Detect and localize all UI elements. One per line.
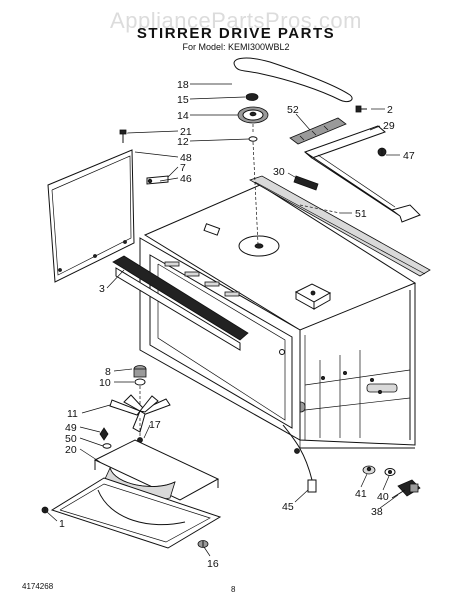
page-title: STIRRER DRIVE PARTS <box>137 25 335 42</box>
part-30-block <box>293 175 319 191</box>
part-3-front-frame <box>112 255 249 351</box>
part-16-foot <box>197 540 209 548</box>
callout-49: 49 <box>65 422 77 434</box>
part-46-bracket <box>146 175 169 185</box>
parts-49-50-17 <box>99 427 143 449</box>
watermark: AppliancePartsPros.com <box>110 8 362 33</box>
part-8-10-motor-cap <box>133 365 147 405</box>
callout-20: 20 <box>65 444 77 456</box>
callout-12: 12 <box>177 136 189 148</box>
part-48-side-panel <box>47 149 135 283</box>
part-45-sensor-wire <box>282 424 317 493</box>
stirrer-motor-assembly <box>362 465 421 499</box>
callout-21: 21 <box>180 126 192 138</box>
callout-7: 7 <box>180 162 186 174</box>
part-11-stirrer-blade <box>109 394 171 438</box>
callout-16: 16 <box>207 558 219 570</box>
callout-leaders <box>46 83 400 557</box>
callout-30: 30 <box>273 166 285 178</box>
model-subtitle: For Model: KEMI300WBL2 <box>182 42 289 52</box>
callout-41: 41 <box>355 488 367 500</box>
callout-52: 52 <box>287 104 299 116</box>
callout-45: 45 <box>282 501 294 513</box>
callout-51: 51 <box>355 208 367 220</box>
callout-46: 46 <box>180 173 192 185</box>
callout-15: 15 <box>177 94 189 106</box>
callout-3: 3 <box>99 283 105 295</box>
callout-48: 48 <box>180 152 192 164</box>
callout-18: 18 <box>177 79 189 91</box>
part-47-screw <box>377 147 387 157</box>
callout-14: 14 <box>177 110 189 122</box>
stirrer-assembly <box>233 57 353 245</box>
part-21-screw <box>119 129 127 143</box>
callout-2: 2 <box>387 104 393 116</box>
part-52-bar <box>289 117 347 145</box>
part-2-screw <box>355 105 367 113</box>
callout-50: 50 <box>65 433 77 445</box>
callout-38: 38 <box>371 506 383 518</box>
part-29-bracket <box>304 125 421 223</box>
callout-labels: 18 15 14 12 21 48 7 46 3 52 2 29 47 30 5… <box>59 79 415 570</box>
callout-8: 8 <box>105 366 111 378</box>
part-1-bottom-plate <box>41 477 222 549</box>
page-number: 8 <box>231 585 236 594</box>
callout-11: 11 <box>67 408 78 420</box>
callout-47: 47 <box>403 150 415 162</box>
callout-10: 10 <box>99 377 111 389</box>
callout-40: 40 <box>377 491 389 503</box>
oven-cabinet <box>139 175 431 449</box>
part-number-footer: 4174268 <box>22 582 54 591</box>
callout-17: 17 <box>149 419 161 431</box>
callout-29: 29 <box>383 120 395 132</box>
callout-1: 1 <box>59 518 65 530</box>
